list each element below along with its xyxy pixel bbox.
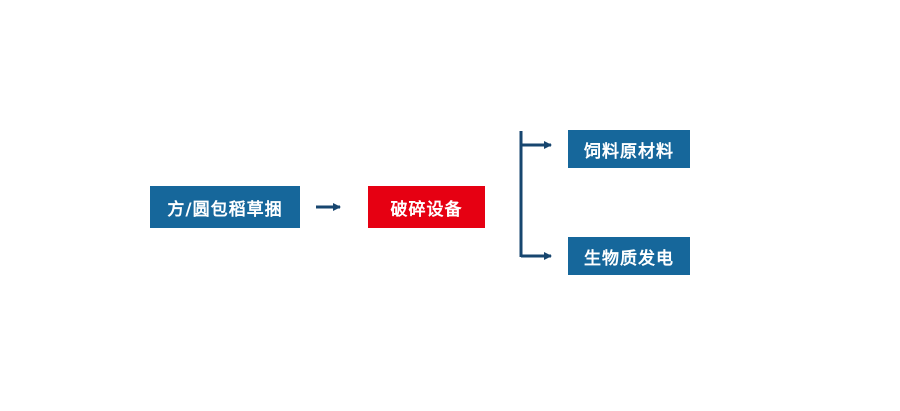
node-source-label: 方/圆包稻草捆 [167,199,283,220]
node-source: 方/圆包稻草捆 [150,186,300,228]
node-output-top: 饲料原材料 [568,130,690,168]
node-process: 破碎设备 [368,186,485,228]
node-output-bottom: 生物质发电 [568,237,690,275]
node-process-label: 破碎设备 [390,199,463,220]
node-output-bottom-label: 生物质发电 [584,248,674,269]
node-output-top-label: 饲料原材料 [584,141,674,162]
